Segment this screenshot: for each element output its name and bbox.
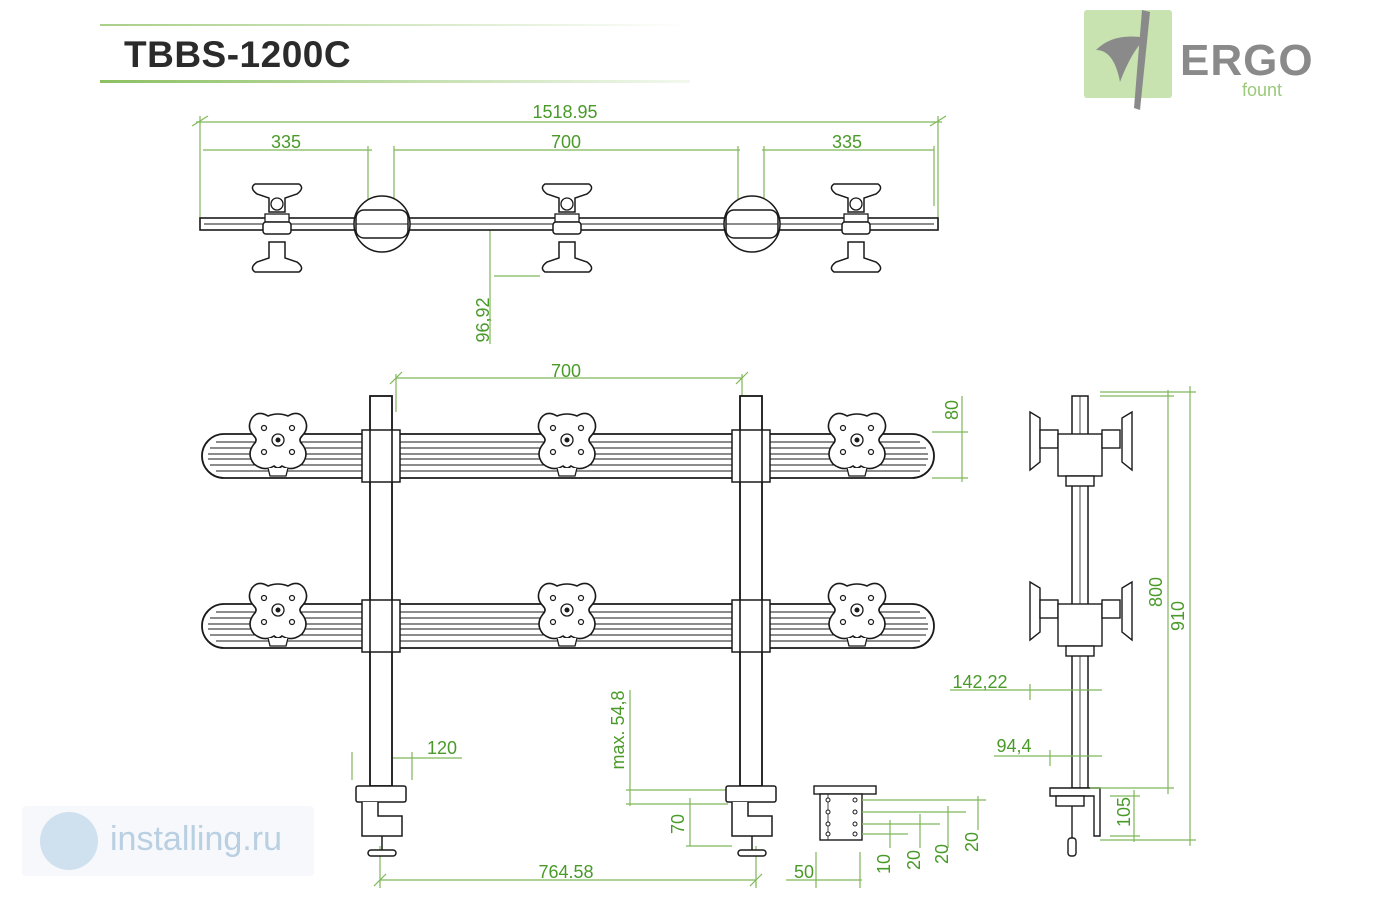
vesa-plate-5: [537, 582, 597, 647]
ergofount-logo: ERGO fount: [1084, 10, 1313, 120]
desk-clamp-left: [355, 785, 407, 857]
dim-side-142: 142,22: [952, 672, 1007, 692]
dim-top-total: 1518.95: [532, 102, 597, 122]
dim-plate-50: 50: [794, 862, 814, 882]
dim-plate-20c: 20: [962, 832, 982, 852]
vesa-plate-3: [827, 412, 887, 477]
dim-max-desk: max. 54,8: [608, 690, 628, 769]
dim-top-right: 335: [832, 132, 862, 152]
desk-clamp-right: [725, 785, 777, 857]
side-mount-upper: [1029, 410, 1133, 487]
dim-base-span: 764.58: [538, 862, 593, 882]
dim-plate-10: 10: [874, 854, 894, 874]
logo-sub: fount: [1242, 80, 1283, 100]
dim-side-94: 94,4: [996, 736, 1031, 756]
side-mount-lower: [1029, 580, 1133, 657]
dim-clamp-width: 120: [427, 738, 457, 758]
top-view: 1518.95 335 700 335 96,92: [191, 102, 947, 344]
front-view: 700 80 120 max. 54,8 70 764.58: [201, 361, 968, 888]
dim-clamp-70: 70: [668, 814, 688, 834]
side-clamp: [1049, 787, 1101, 857]
dim-front-span: 700: [551, 361, 581, 381]
dim-bar-height: 80: [942, 400, 962, 420]
dim-top-left: 335: [271, 132, 301, 152]
model-title: TBBS-1200C: [124, 34, 352, 75]
side-view: 142,22 94,4 105 800 910: [950, 386, 1196, 857]
pole-collar-left: [353, 195, 411, 253]
clamp-plate-detail: 50 10 20 20 20: [786, 785, 986, 888]
logo-brand: ERGO: [1180, 36, 1314, 85]
dim-side-910: 910: [1168, 601, 1188, 631]
vesa-plate-6: [827, 582, 887, 647]
title-rule-top: [100, 24, 690, 26]
pole-collar-right: [723, 195, 781, 253]
watermark: installing.ru: [22, 806, 314, 876]
dim-plate-20a: 20: [904, 850, 924, 870]
watermark-text: installing.ru: [110, 820, 282, 858]
dim-side-800: 800: [1146, 577, 1166, 607]
logo-swoosh-icon: [1096, 10, 1150, 110]
dim-side-105: 105: [1114, 797, 1134, 827]
dim-plate-20b: 20: [932, 844, 952, 864]
vesa-plate-1: [248, 412, 308, 477]
logo-mark: [1084, 10, 1172, 110]
dim-top-depth: 96,92: [473, 297, 493, 342]
vesa-plate-4: [248, 582, 308, 647]
vesa-plate-2: [537, 412, 597, 477]
dim-top-mid: 700: [551, 132, 581, 152]
watermark-icon: [40, 812, 98, 870]
title-rule-bottom: [100, 80, 690, 83]
